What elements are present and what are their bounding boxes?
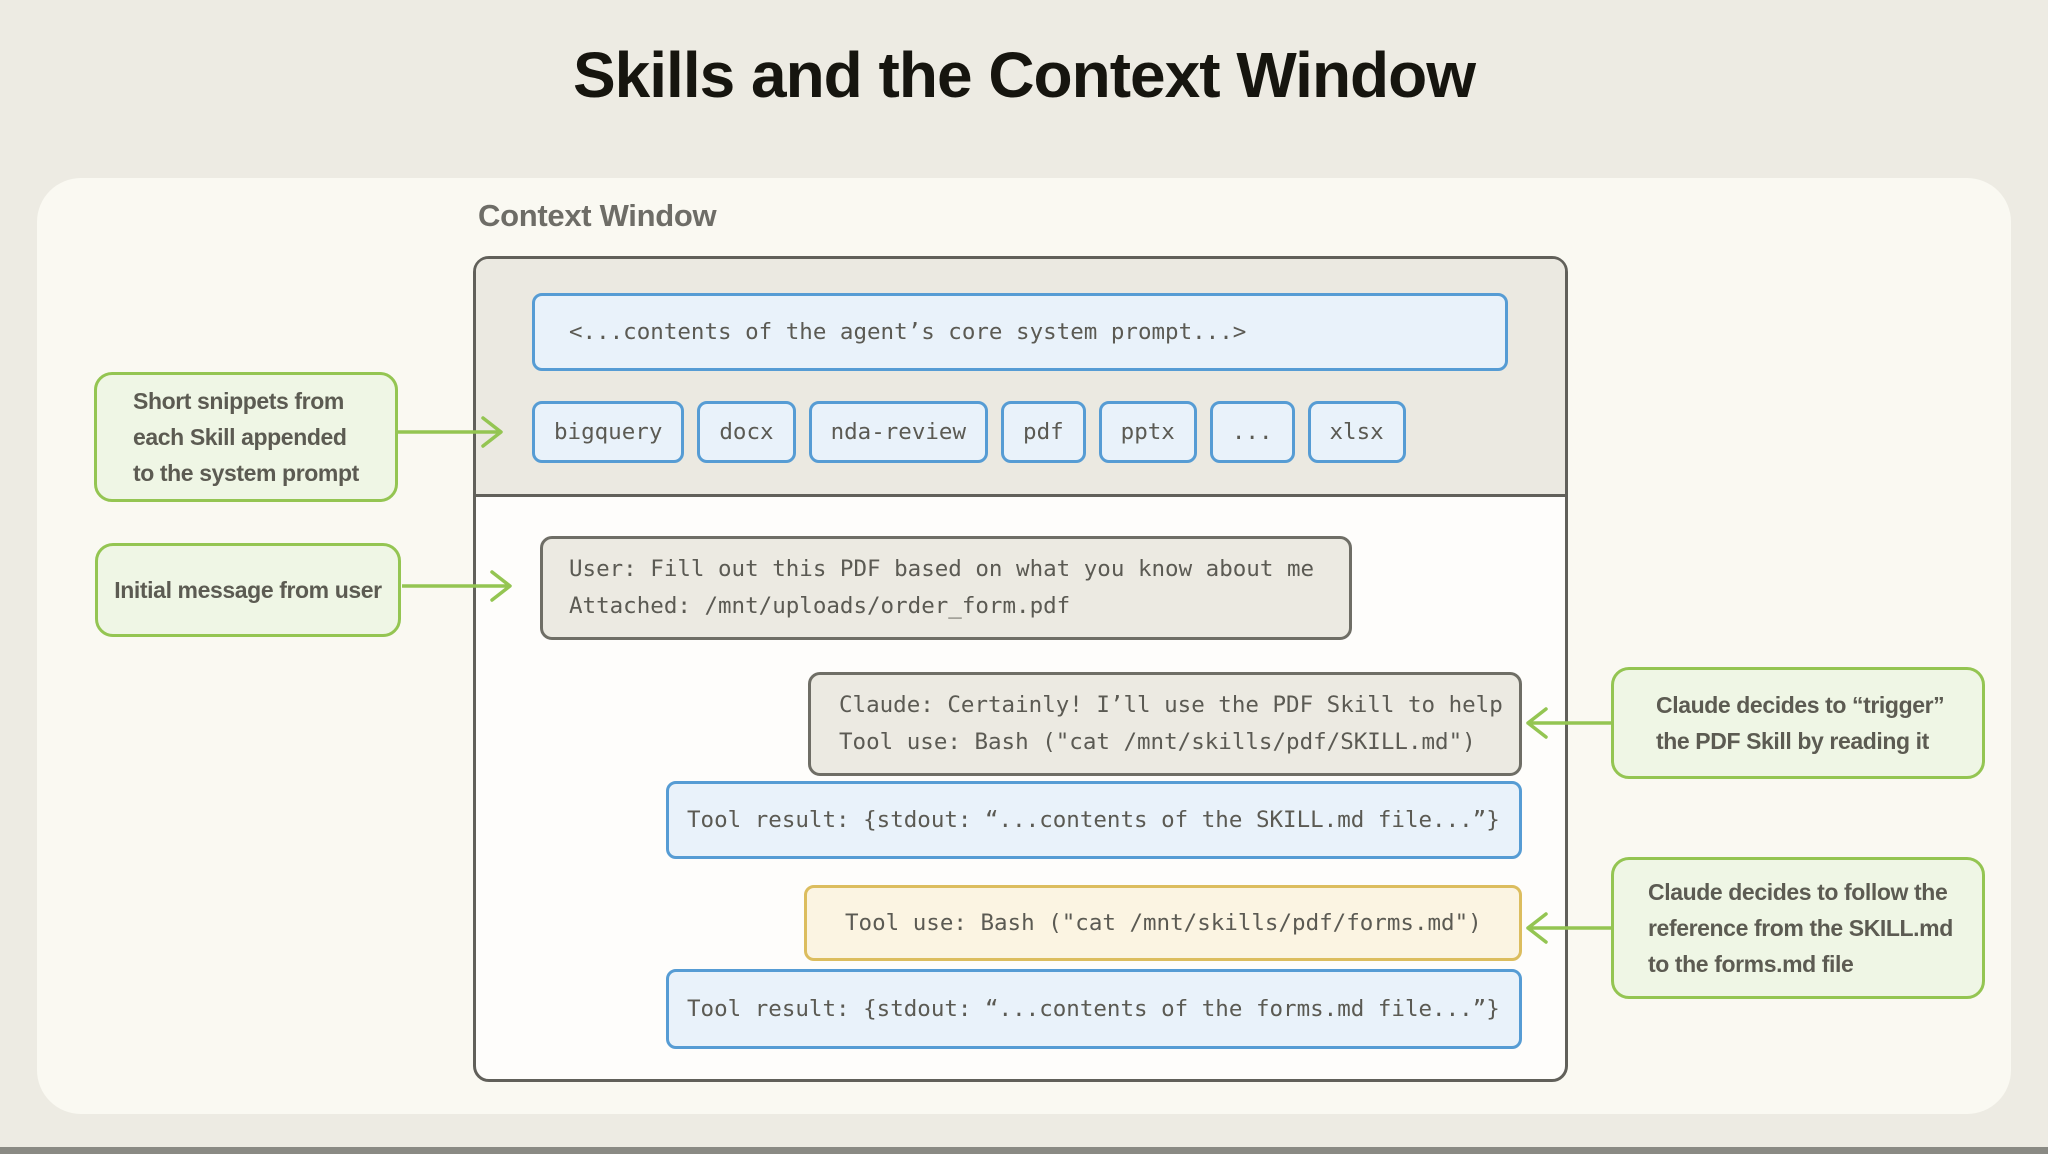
tool-result-forms-bubble: Tool result: {stdout: “...contents of th… <box>666 969 1522 1049</box>
context-window-box: <...contents of the agent’s core system … <box>473 256 1568 1082</box>
tool-use-forms-bubble: Tool use: Bash ("cat /mnt/skills/pdf/for… <box>804 885 1522 961</box>
tool-result-skill-bubble: Tool result: {stdout: “...contents of th… <box>666 781 1522 859</box>
skill-chip-docx: docx <box>697 401 796 463</box>
skill-chip-xlsx: xlsx <box>1307 401 1406 463</box>
annotation-trigger-skill: Claude decides to “trigger” the PDF Skil… <box>1611 667 1985 779</box>
skill-chip-nda-review: nda-review <box>808 401 989 463</box>
skill-chip-pdf: pdf <box>1001 401 1086 463</box>
arrow-right-icon <box>397 412 515 452</box>
annotation-initial-message: Initial message from user <box>95 543 401 637</box>
context-window-label: Context Window <box>478 198 717 233</box>
page-title: Skills and the Context Window <box>572 39 1476 111</box>
bottom-edge-bar <box>0 1147 2048 1154</box>
annotation-snippets: Short snippets from each Skill appended … <box>94 372 398 502</box>
user-message-bubble: User: Fill out this PDF based on what yo… <box>540 536 1352 640</box>
claude-message-bubble: Claude: Certainly! I’ll use the PDF Skil… <box>808 672 1522 776</box>
arrow-left-icon <box>1522 908 1614 948</box>
arrow-right-icon <box>402 566 524 606</box>
skill-chip-bigquery: bigquery <box>532 401 685 463</box>
arrow-left-icon <box>1522 703 1614 743</box>
system-prompt-bubble: <...contents of the agent’s core system … <box>532 293 1508 371</box>
skill-chip-ellipsis: ... <box>1209 401 1295 463</box>
annotation-follow-reference: Claude decides to follow the reference f… <box>1611 857 1985 999</box>
skill-chips-row: bigquery docx nda-review pdf pptx ... xl… <box>532 401 1406 463</box>
skill-chip-pptx: pptx <box>1098 401 1197 463</box>
